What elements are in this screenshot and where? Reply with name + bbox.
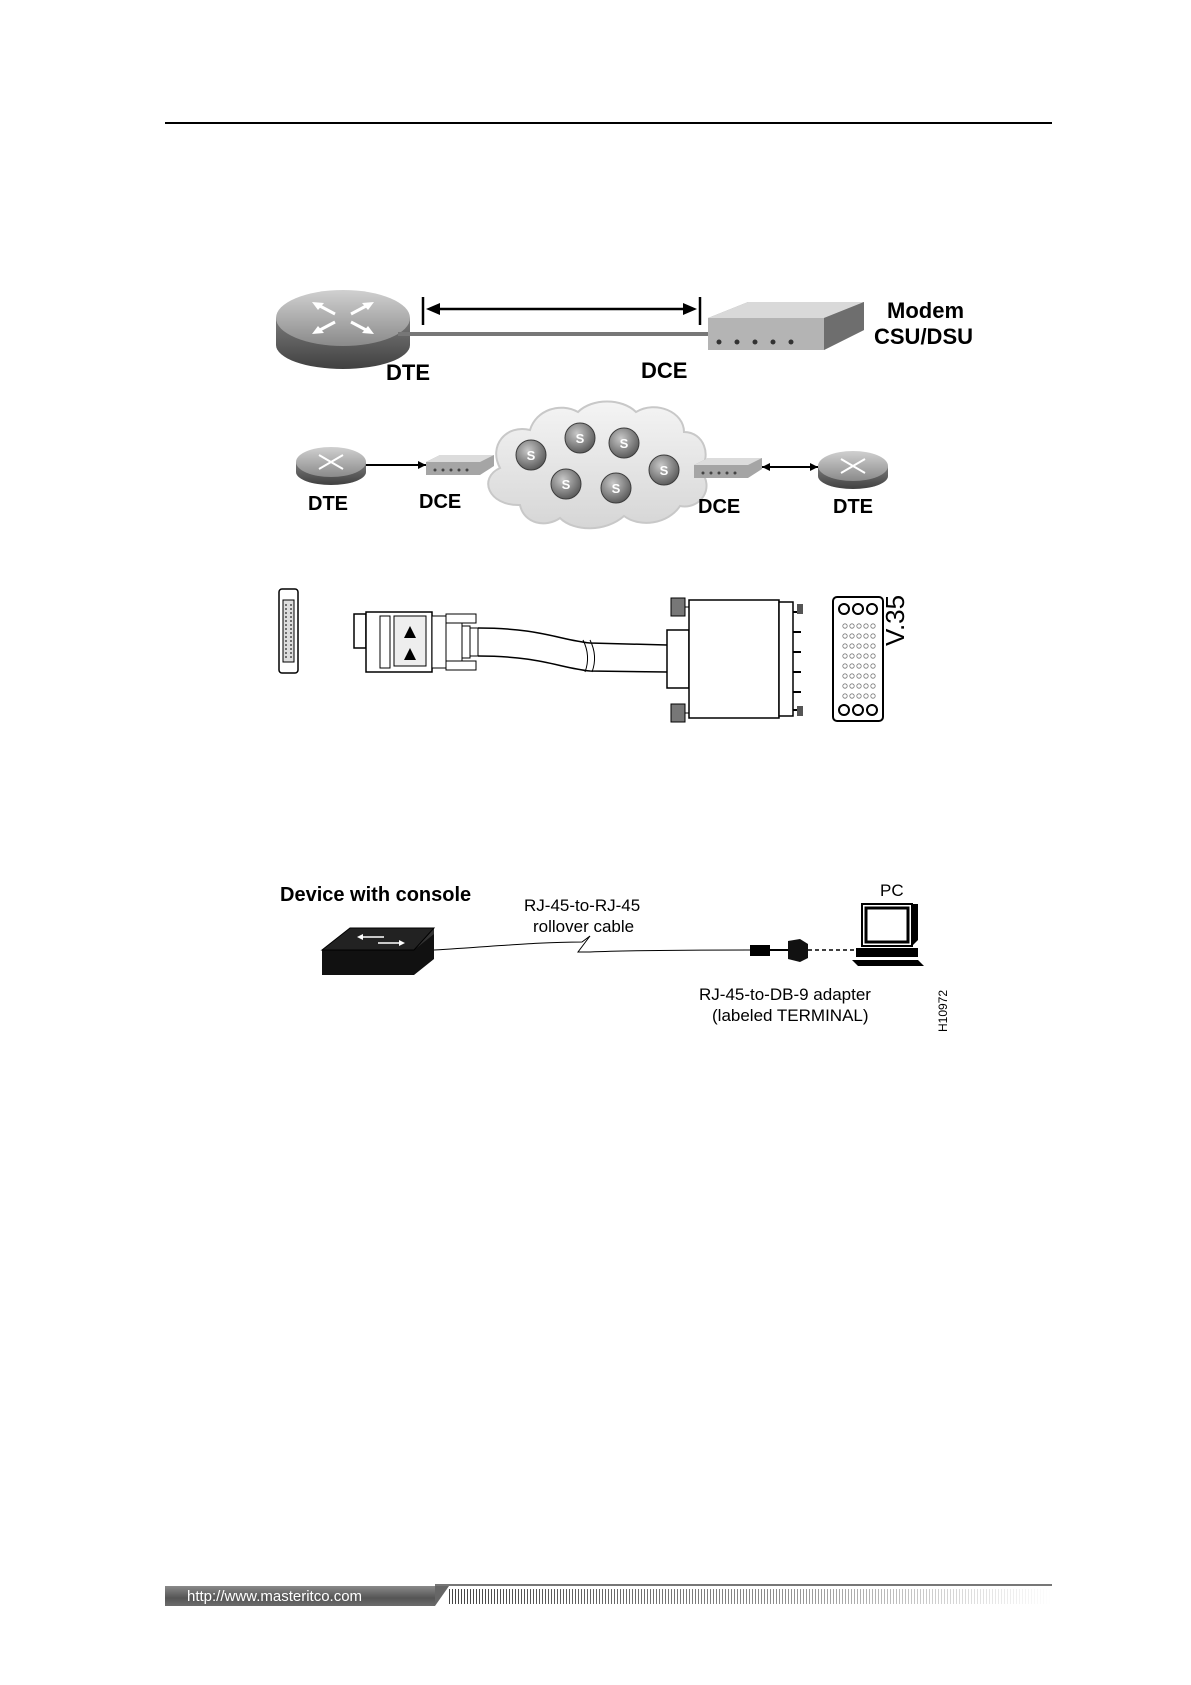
svg-text:S: S (620, 436, 629, 451)
switch-node: S (601, 473, 631, 503)
label-left-dce: DCE (419, 491, 461, 514)
label-right-dte: DTE (833, 496, 873, 519)
label-rollover-line1: RJ-45-to-RJ-45 (524, 896, 640, 916)
label-v35: V.35 (880, 595, 911, 646)
v35-cable (478, 628, 667, 672)
router-icon-right (818, 451, 888, 489)
svg-text:S: S (576, 431, 585, 446)
smart-serial-connector-icon (354, 612, 478, 672)
router-icon (276, 290, 410, 369)
footer-url-bar: http://www.masteritco.com (165, 1586, 435, 1606)
label-left-dte: DTE (308, 493, 348, 516)
router-icon-left (296, 447, 366, 485)
v35-connector-icon (667, 598, 803, 722)
v35-face-icon (833, 597, 883, 721)
label-device-with-console: Device with console (280, 884, 471, 907)
label-dte: DTE (386, 360, 430, 386)
svg-text:S: S (612, 481, 621, 496)
footer-rule (435, 1584, 1052, 1586)
label-rollover-line2: rollover cable (533, 917, 634, 937)
rj45-plug-icon (750, 945, 788, 956)
footer-url[interactable]: http://www.masteritco.com (187, 1588, 362, 1605)
label-figure-code: H10972 (936, 990, 950, 1032)
label-adapter-line2: (labeled TERMINAL) (712, 1006, 869, 1026)
label-modem: Modem (887, 298, 964, 324)
dce-modem-right (694, 458, 762, 478)
label-adapter-line1: RJ-45-to-DB-9 adapter (699, 985, 871, 1005)
switch-node: S (565, 423, 595, 453)
footer: http://www.masteritco.com (165, 1584, 1052, 1606)
switch-node: S (609, 428, 639, 458)
label-pc: PC (880, 881, 904, 901)
serial-port-icon (279, 589, 298, 673)
label-dce: DCE (641, 358, 687, 384)
switch-node: S (516, 440, 546, 470)
pc-icon (852, 904, 924, 966)
console-device-icon (322, 928, 434, 975)
span-arrow (423, 297, 700, 325)
label-csu-dsu: CSU/DSU (874, 324, 973, 350)
svg-text:S: S (527, 448, 536, 463)
switch-node: S (649, 455, 679, 485)
dce-modem-left (426, 455, 494, 475)
modem-icon (708, 302, 864, 350)
svg-text:S: S (562, 477, 571, 492)
label-right-dce: DCE (698, 496, 740, 519)
switch-node: S (551, 469, 581, 499)
rollover-cable (434, 936, 750, 952)
db9-adapter-icon (788, 939, 862, 962)
footer-stripes (449, 1589, 1052, 1604)
svg-text:S: S (660, 463, 669, 478)
